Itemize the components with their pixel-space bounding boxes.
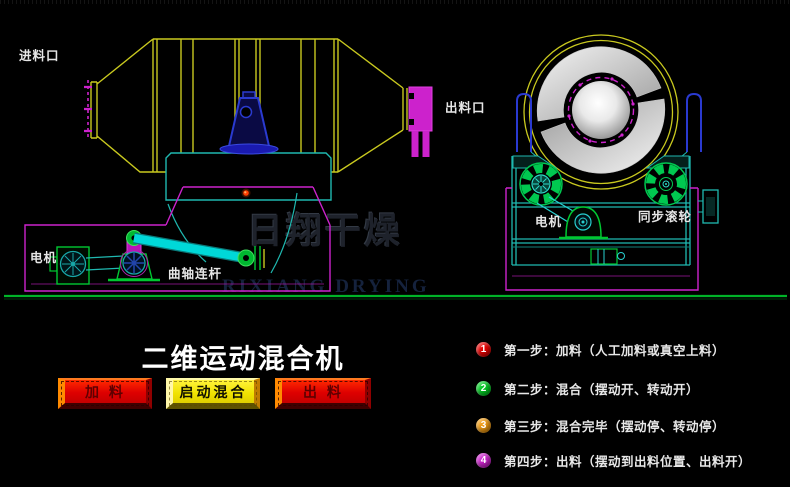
crank-rod-label: 曲轴连杆 <box>168 266 222 281</box>
motor-right-label: 电机 <box>535 214 562 229</box>
sync-roller-label: 同步滚轮 <box>638 209 692 224</box>
step-3-badge: 3 <box>476 418 491 433</box>
step-row-1: 1 第一步：加料（人工加料或真空上料） <box>476 340 725 359</box>
start-mix-button[interactable]: 启动混合 <box>166 378 260 409</box>
sync-roller-right <box>644 162 688 206</box>
feed-button[interactable]: 加 料 <box>58 378 152 409</box>
inlet-label: 进料口 <box>19 48 60 63</box>
mixing-blade <box>536 46 662 122</box>
step-4-text: 第四步：出料（摆动到出料位置、出料开） <box>504 455 752 469</box>
step-4-badge: 4 <box>476 453 491 468</box>
watermark: 日翔干燥 RIXIANG DRYING <box>222 202 428 298</box>
watermark-en: RIXIANG DRYING <box>222 276 430 297</box>
outlet-flange <box>408 86 433 157</box>
center-sphere <box>572 81 630 139</box>
side-view-drum <box>84 38 433 173</box>
step-row-2: 2 第二步：混合（摆动开、转动开） <box>476 379 699 398</box>
bolt-marks <box>567 77 635 143</box>
crank-drive-mechanism <box>49 188 265 285</box>
step-1-badge: 1 <box>476 342 491 357</box>
top-ruler-strip <box>0 0 790 4</box>
step-row-4: 4 第四步：出料（摆动到出料位置、出料开） <box>476 451 751 470</box>
step-row-3: 3 第三步：混合完毕（摆动停、转动停） <box>476 416 725 435</box>
step-2-badge: 2 <box>476 381 491 396</box>
step-2-text: 第二步：混合（摆动开、转动开） <box>504 383 700 397</box>
discharge-button[interactable]: 出 料 <box>275 378 371 409</box>
motor-fan-icon <box>59 250 87 278</box>
step-1-text: 第一步：加料（人工加料或真空上料） <box>504 344 726 358</box>
step-3-text: 第三步：混合完毕（摆动停、转动停） <box>504 420 726 434</box>
ground-line <box>4 294 787 300</box>
sync-roller-left <box>519 162 563 206</box>
end-view-drum <box>523 34 679 190</box>
mixing-blade <box>540 98 666 174</box>
page-title: 二维运动混合机 <box>141 344 345 374</box>
watermark-cn: 日翔干燥 <box>246 210 403 251</box>
side-view-swing-platform <box>165 152 332 274</box>
machine-drawing: 进料口 出料口 电机 曲轴连杆 电机 同步滚轮 <box>4 34 787 300</box>
motor-left-label: 电机 <box>30 250 57 265</box>
connecting-rod <box>133 232 247 264</box>
outlet-label: 出料口 <box>445 100 486 115</box>
side-view-pivot-support <box>219 91 279 155</box>
end-view-motor <box>536 196 608 240</box>
end-view-base-frame <box>505 187 719 291</box>
